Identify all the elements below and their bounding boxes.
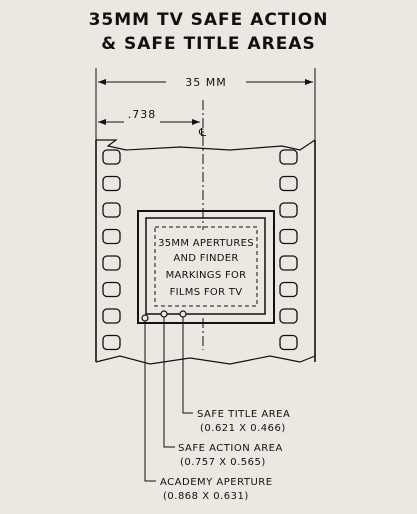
callout-leaders: [141, 310, 193, 482]
callout-safe-action: SAFE ACTION AREA (0.757 X 0.565): [178, 443, 283, 468]
safe-action-marker: [160, 310, 168, 318]
callout-safe-title: SAFE TITLE AREA (0.621 X 0.466): [197, 409, 290, 434]
perforation-left: [102, 175, 121, 192]
perforation-right: [279, 175, 298, 192]
perforation-left: [102, 228, 121, 245]
perforation-left: [102, 255, 121, 271]
perforations-right: [279, 149, 298, 351]
callout-academy: ACADEMY APERTURE (0.868 X 0.631): [160, 477, 273, 502]
academy-dims: (0.868 X 0.631): [163, 491, 249, 502]
centerline: ℄: [198, 100, 207, 350]
inner-text-line-2: AND FINDER: [173, 253, 238, 264]
perforation-right: [279, 228, 298, 245]
safe-title-frame: [154, 226, 258, 307]
width-dimension: 35 MM: [95, 68, 316, 140]
academy-name: ACADEMY APERTURE: [160, 477, 273, 488]
perforation-right: [279, 334, 298, 351]
inner-text-line-3: MARKINGS FOR: [166, 270, 247, 281]
safe-title-dims: (0.621 X 0.466): [200, 423, 286, 434]
perforations-left: [102, 149, 121, 351]
perforation-right: [279, 308, 298, 324]
perforation-right: [279, 202, 298, 218]
perforation-left: [102, 149, 121, 165]
academy-aperture-frame: [137, 210, 275, 324]
perforation-left: [102, 202, 121, 218]
perforation-left: [102, 334, 121, 351]
perforation-left: [102, 308, 121, 324]
offset-dimension: .738: [98, 108, 200, 125]
title-line-1: 35MM TV SAFE ACTION: [88, 10, 329, 30]
safe-action-frame: [145, 217, 266, 315]
centerline-symbol: ℄: [198, 126, 207, 139]
apertures: 35MM APERTURES AND FINDER MARKINGS FOR F…: [137, 210, 275, 324]
film-strip: [95, 139, 316, 365]
width-label: 35 MM: [185, 76, 226, 89]
perforation-right: [279, 281, 298, 298]
academy-marker: [141, 314, 149, 322]
title-line-2: & SAFE TITLE AREAS: [101, 34, 316, 54]
safe-title-marker: [179, 310, 187, 318]
perforation-right: [279, 255, 298, 271]
safe-title-name: SAFE TITLE AREA: [197, 409, 290, 420]
inner-text-line-4: FILMS FOR TV: [170, 287, 243, 298]
inner-text-line-1: 35MM APERTURES: [158, 238, 254, 249]
safe-action-name: SAFE ACTION AREA: [178, 443, 283, 454]
perforation-right: [279, 149, 298, 165]
offset-label: .738: [128, 108, 157, 121]
perforation-left: [102, 281, 121, 298]
safe-action-dims: (0.757 X 0.565): [180, 457, 266, 468]
